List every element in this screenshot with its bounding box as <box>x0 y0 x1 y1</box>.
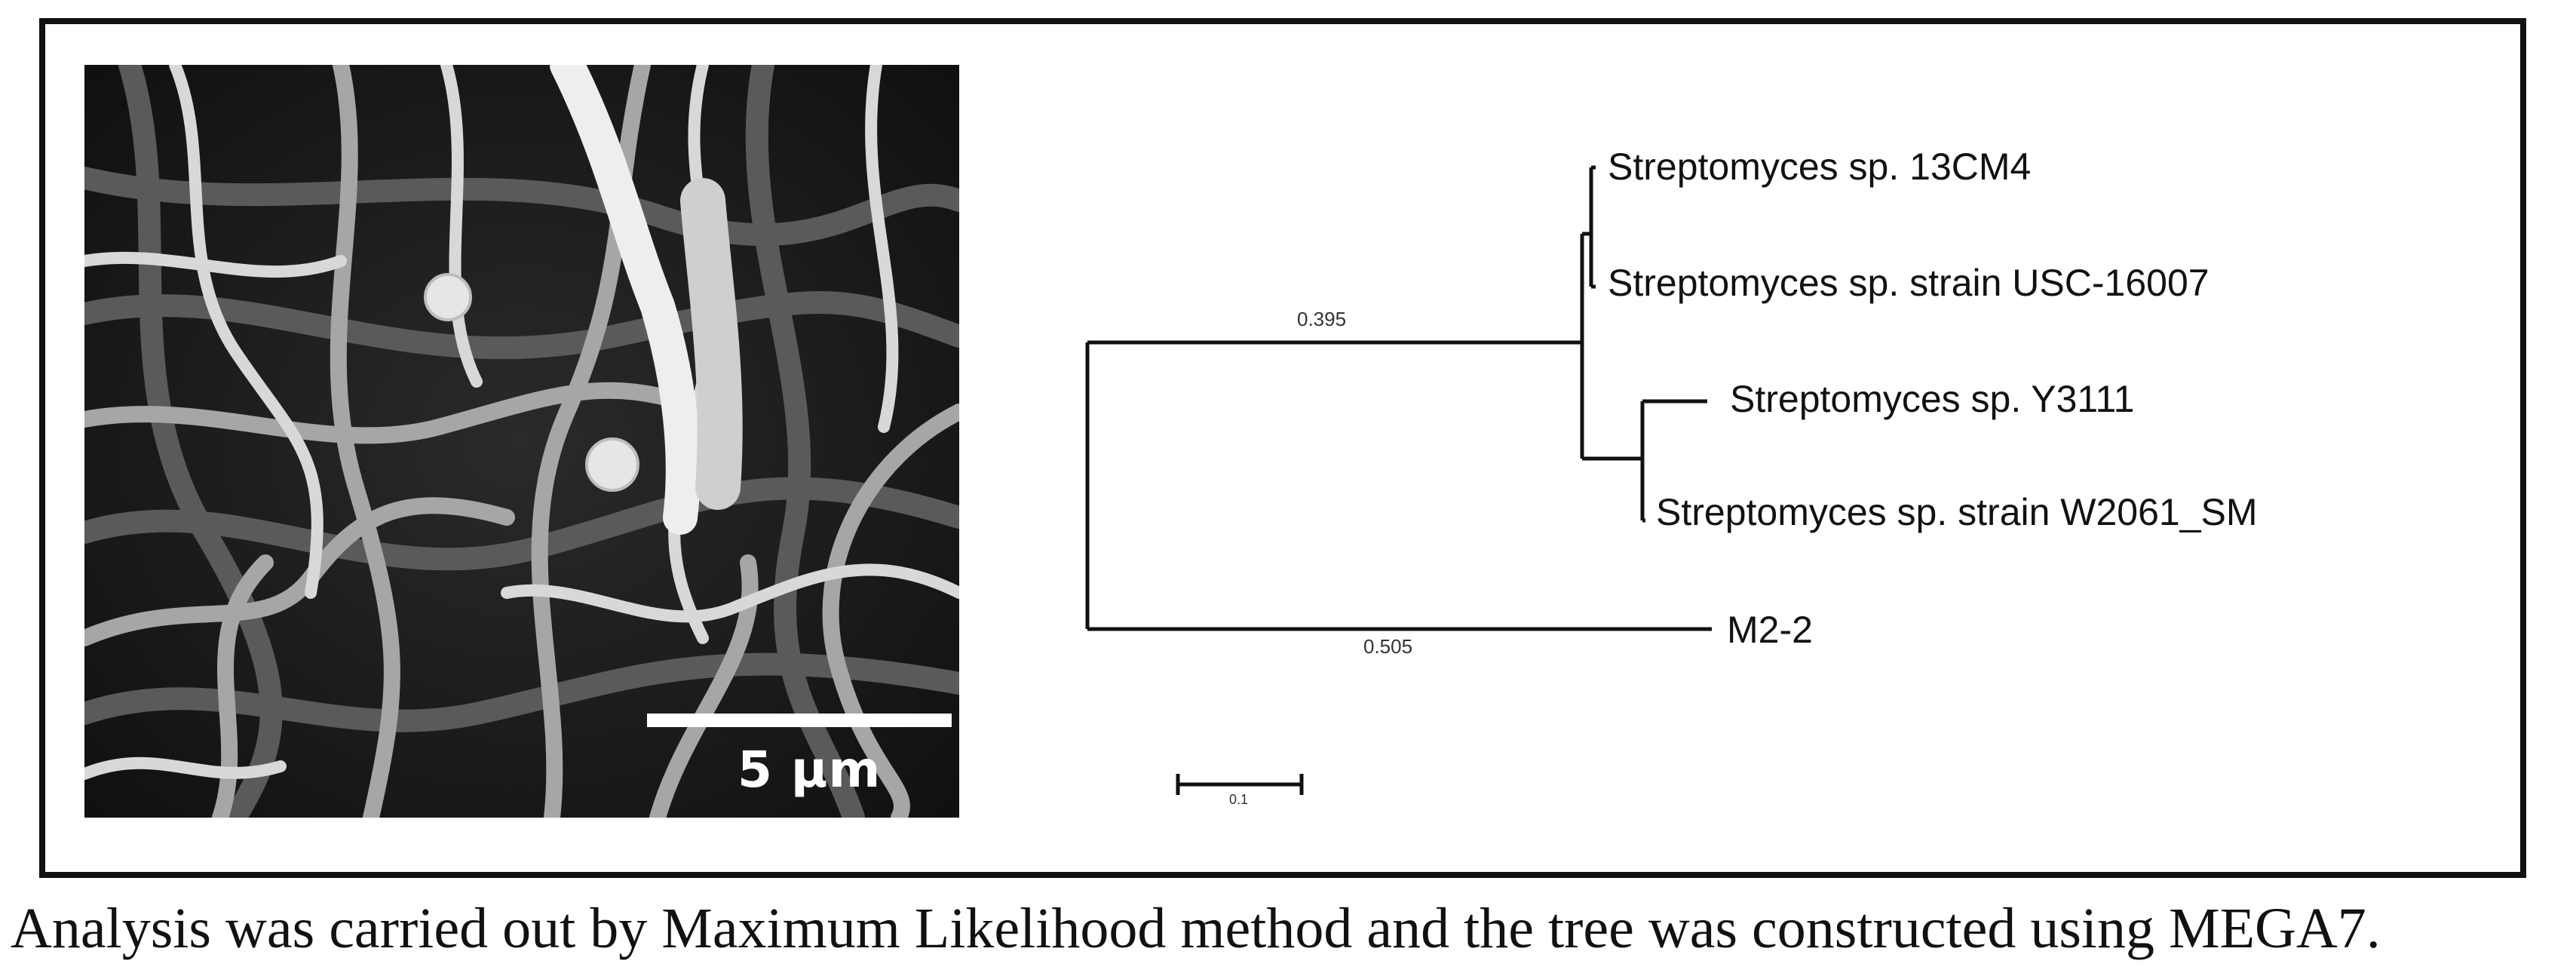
tree-leaf-w2061: Streptomyces sp. strain W2061_SM <box>1656 491 2258 533</box>
hyphae-drawing <box>84 65 959 818</box>
micrograph-scale-bar <box>647 714 952 727</box>
tree-leaf-m2-2: M2-2 <box>1727 609 1813 651</box>
tree-leaf-y3111: Streptomyces sp. Y3111 <box>1730 378 2135 420</box>
sem-micrograph: 5 μm <box>84 65 959 818</box>
branch-length-m2-2: 0.505 <box>1363 635 1413 658</box>
tree-leaf-13cm4: Streptomyces sp. 13CM4 <box>1608 146 2032 188</box>
tree-scale-value: 0.1 <box>1229 792 1249 807</box>
figure-caption: Analysis was carried out by Maximum Like… <box>11 897 2381 960</box>
micrograph-scale-label: 5 μm <box>738 741 882 799</box>
branch-length-upper: 0.395 <box>1297 308 1347 330</box>
tree-leaf-usc16007: Streptomyces sp. strain USC-16007 <box>1608 262 2210 304</box>
